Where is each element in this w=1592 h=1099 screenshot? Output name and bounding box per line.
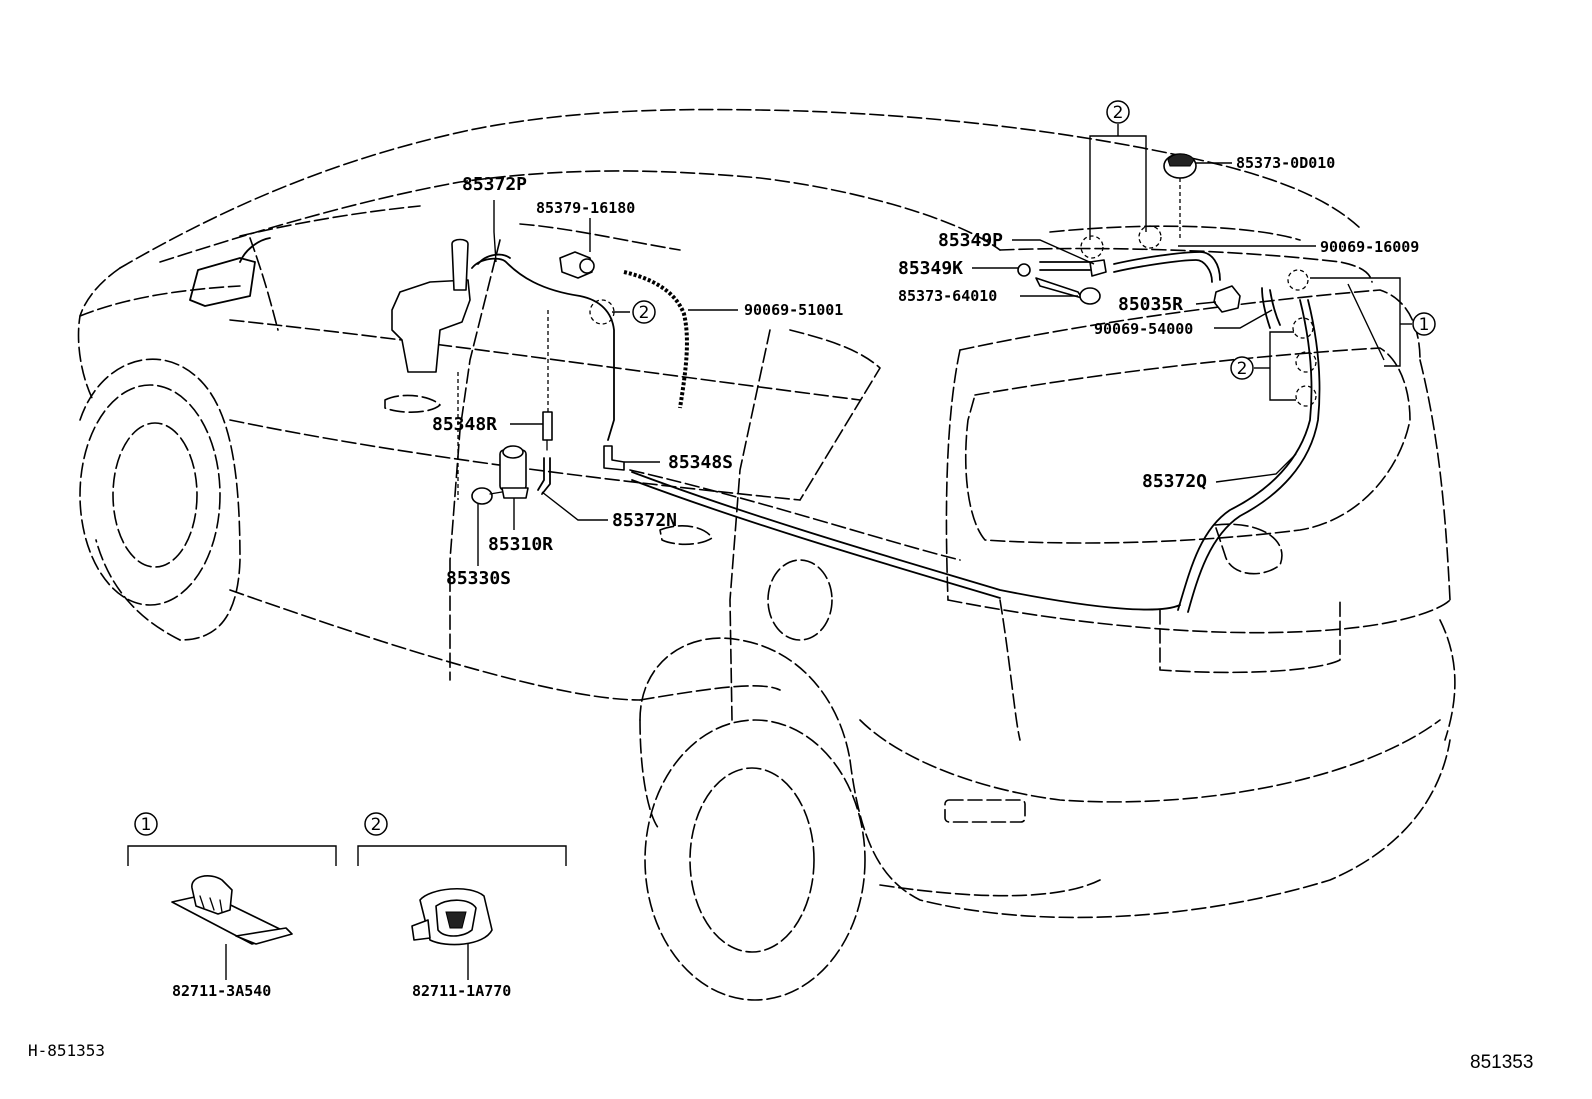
connector-85349K [1017, 263, 1031, 277]
legend-part-1: 82711-3A540 [172, 982, 271, 1000]
svg-text:2: 2 [639, 303, 650, 323]
label-85372P: 85372P [462, 174, 527, 195]
label-90069-51001: 90069-51001 [744, 301, 843, 319]
callout-1-right: 1 [1412, 312, 1436, 336]
legend-part-2: 82711-1A770 [412, 982, 511, 1000]
svg-text:2: 2 [1237, 359, 1248, 379]
svg-text:2: 2 [1113, 103, 1124, 123]
connector-85348R [542, 411, 553, 441]
part-labels: 85372P 85379-16180 90069-51001 85348R 85… [432, 154, 1419, 589]
label-90069-16009: 90069-16009 [1320, 238, 1419, 256]
label-85372Q: 85372Q [1142, 471, 1207, 492]
figure-number: 851353 [1470, 1052, 1533, 1073]
callout-2-door: 2 [632, 300, 656, 324]
callout-2-top: 2 [1106, 100, 1130, 124]
label-90069-54000: 90069-54000 [1094, 320, 1193, 338]
corrugated-tube [623, 270, 689, 409]
nozzle-85035R [1213, 285, 1241, 313]
vehicle-outline [77, 108, 1456, 1001]
label-85373-64010: 85373-64010 [898, 287, 997, 305]
label-85372N: 85372N [612, 510, 677, 531]
callout-2-right: 2 [1230, 356, 1254, 380]
washer-system [391, 238, 1181, 611]
legend-marker-1: 1 [141, 815, 152, 835]
callout-markers: 2 2 1 2 [632, 100, 1436, 380]
legend-item-2: 2 82711-1A770 [357, 812, 567, 1000]
diagram-id: H-851353 [28, 1041, 105, 1060]
label-85349P: 85349P [938, 230, 1003, 251]
rear-washer-hose [1177, 269, 1321, 613]
label-85330S: 85330S [446, 568, 511, 589]
grommet [471, 487, 493, 505]
label-85373-0D010: 85373-0D010 [1236, 154, 1335, 172]
label-85348S: 85348S [668, 452, 733, 473]
upper-rear-parts [1017, 153, 1241, 313]
label-85379-16180: 85379-16180 [536, 199, 635, 217]
legend-marker-2: 2 [371, 815, 382, 835]
legend-item-1: 1 82711-3A540 [127, 812, 337, 1000]
joint-85349P [1089, 259, 1107, 277]
label-85349K: 85349K [898, 258, 963, 279]
leader-lines [477, 124, 1412, 566]
label-85310R: 85310R [488, 534, 553, 555]
svg-text:1: 1 [1419, 315, 1430, 335]
grommet-85373-64010 [1079, 287, 1101, 305]
washer-tank-neck [451, 238, 469, 291]
elbow-85348S [603, 445, 625, 471]
label-85348R: 85348R [432, 414, 497, 435]
washer-tank [391, 279, 471, 373]
label-85035R: 85035R [1118, 294, 1183, 315]
